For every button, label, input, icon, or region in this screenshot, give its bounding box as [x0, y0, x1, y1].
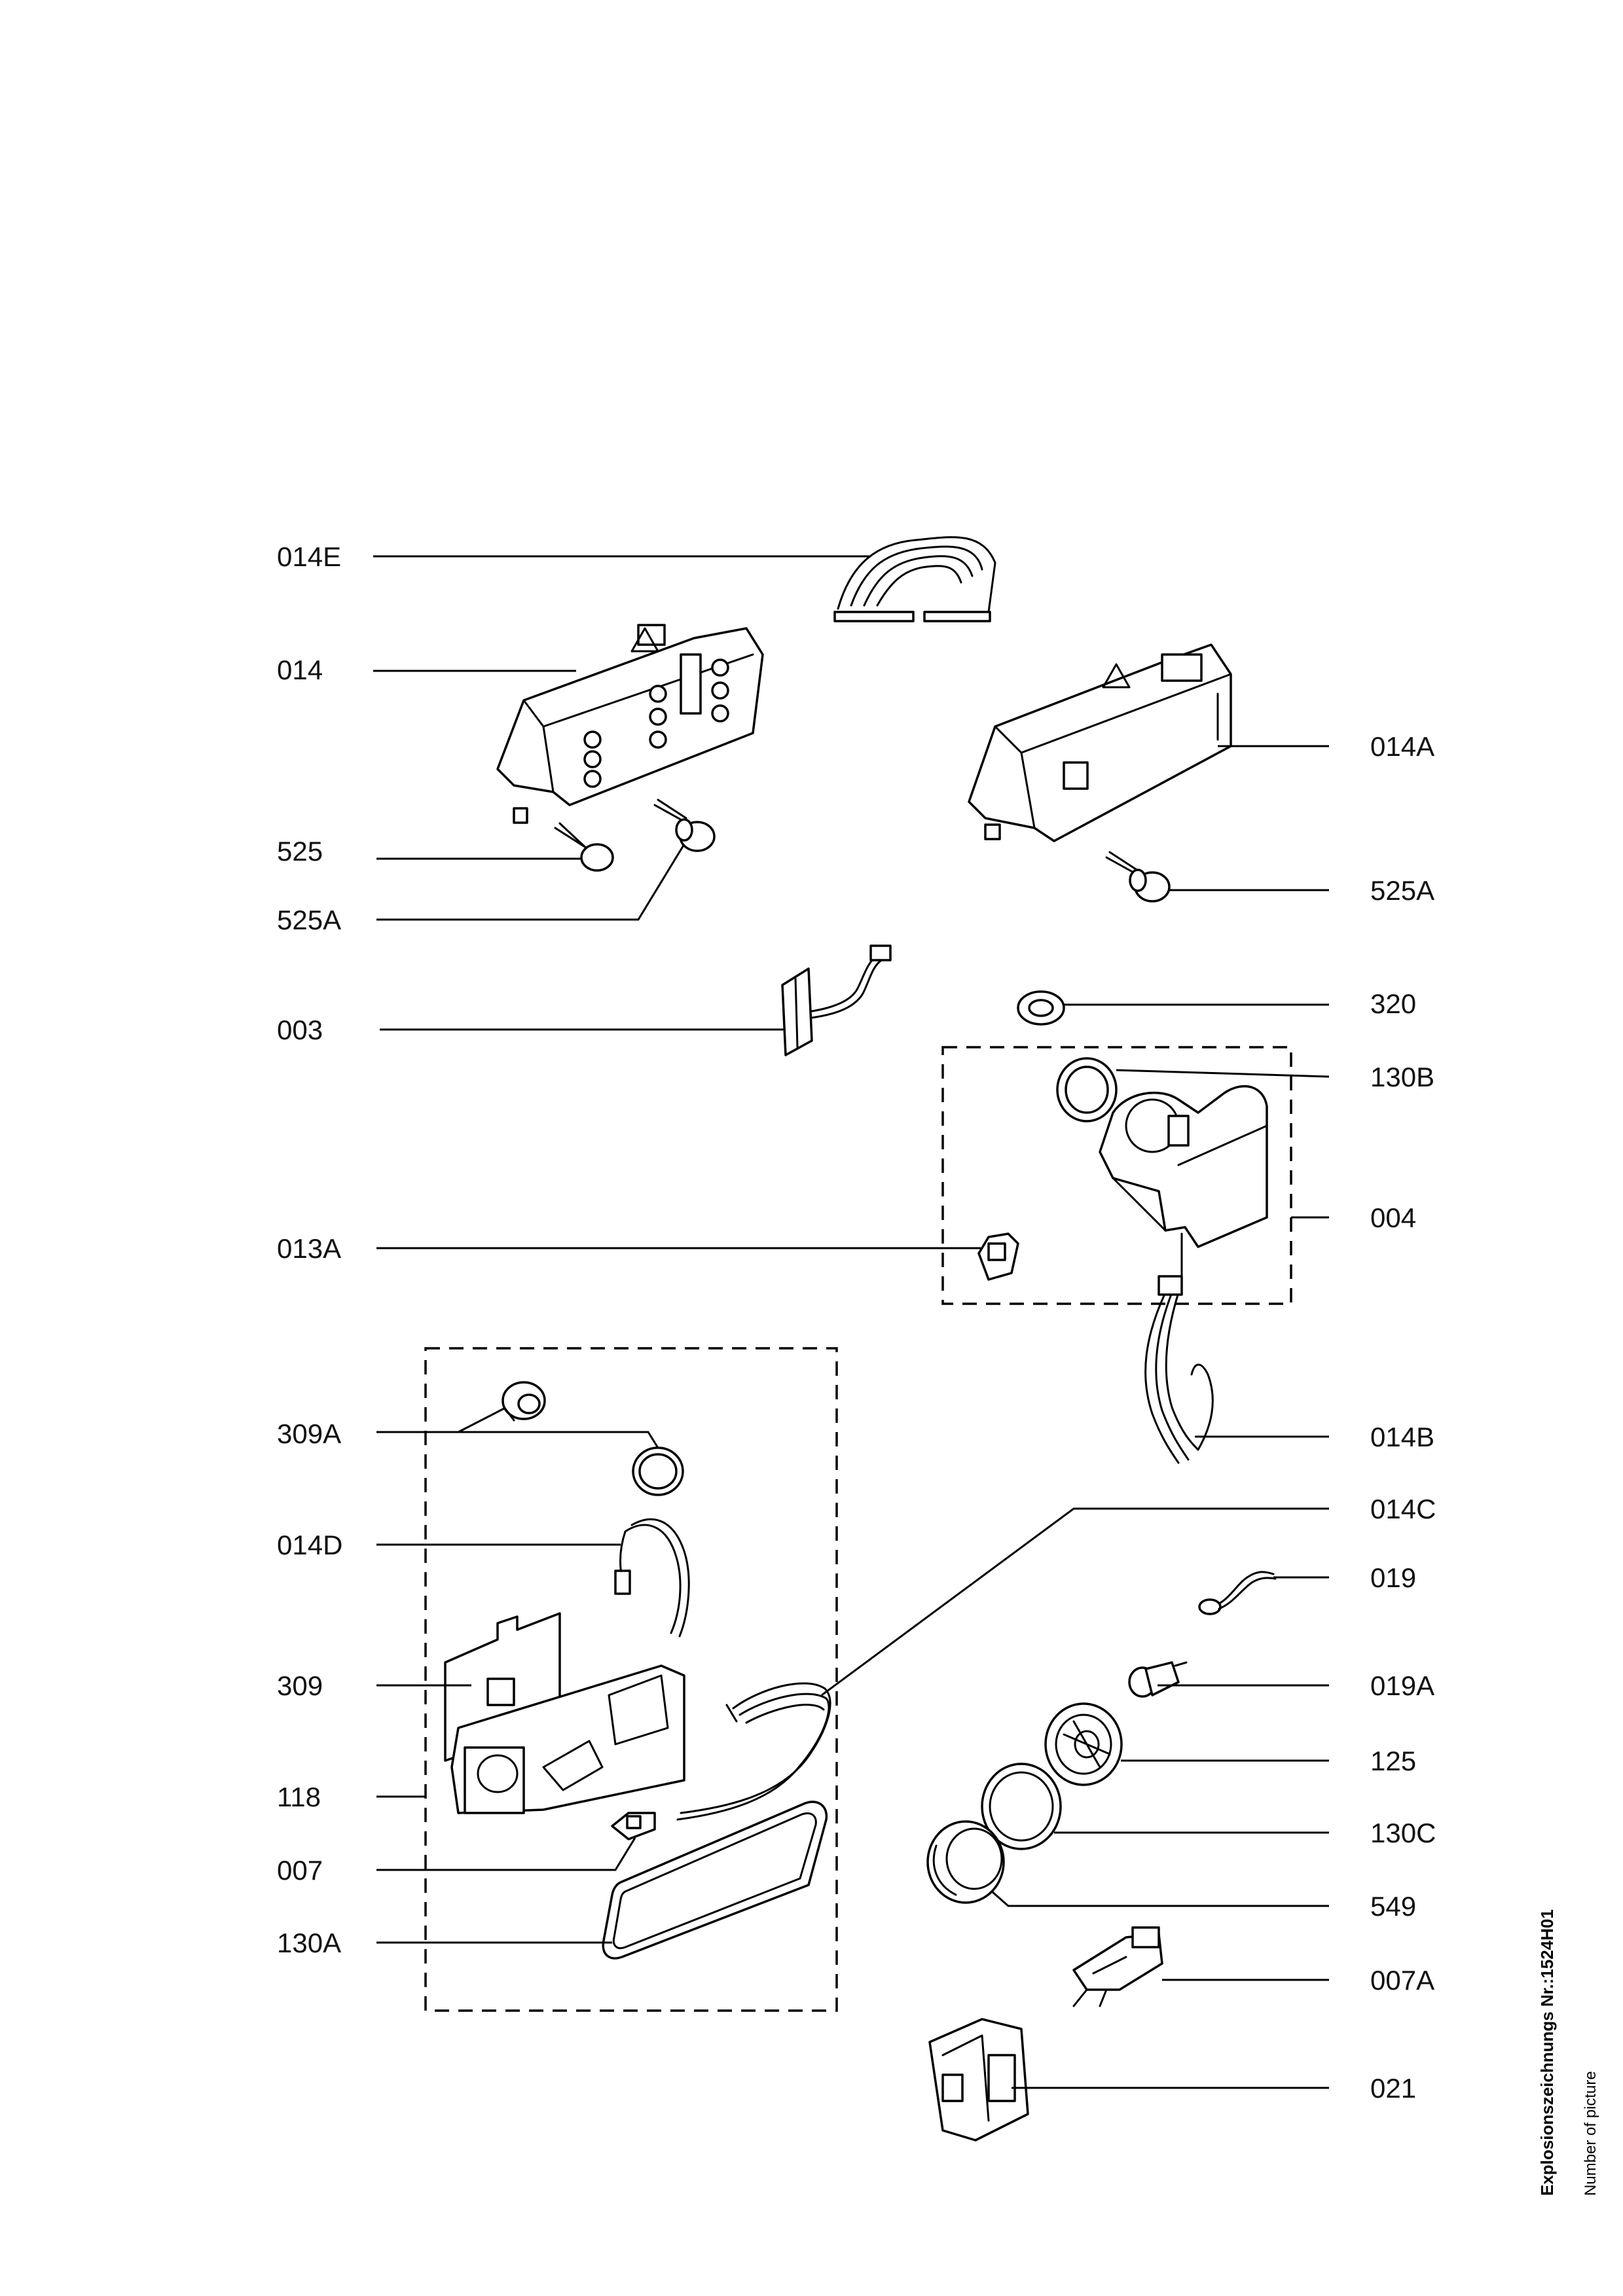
label-309: 309 [277, 1670, 323, 1701]
label-007A: 007A [1370, 1965, 1434, 1996]
lamp-housing-125 [1044, 1702, 1123, 1786]
label-525A-right: 525A [1370, 875, 1434, 906]
part-labels: 014E 014 014A 525 525A 525A 003 320 130B… [277, 541, 1436, 2104]
knob-525A-right [1105, 851, 1171, 903]
drawing-number-title: Explosionszeichnungs Nr.:1524H01 [1537, 1909, 1557, 2196]
side-note-sub: Number of picture [1582, 2071, 1599, 2196]
label-013A: 013A [277, 1233, 341, 1264]
wire-harness-014C [676, 1682, 831, 1821]
label-014C: 014C [1370, 1494, 1436, 1524]
label-014A: 014A [1370, 731, 1434, 762]
label-019A: 019A [1370, 1670, 1434, 1701]
lens-cover-549 [926, 1820, 1005, 1904]
clip-309A [501, 1381, 546, 1422]
label-004: 004 [1370, 1202, 1416, 1233]
gasket-130C [981, 1763, 1062, 1850]
label-525A-left: 525A [277, 905, 341, 935]
switch-003 [781, 944, 892, 1056]
group-box-004 [941, 1046, 1292, 1305]
label-130C: 130C [1370, 1818, 1436, 1848]
switch-007 [611, 1812, 656, 1840]
module-014 [496, 624, 764, 824]
label-125: 125 [1370, 1746, 1416, 1776]
label-007: 007 [277, 1855, 323, 1886]
label-021: 021 [1370, 2073, 1416, 2104]
gasket-130A [602, 1801, 828, 1960]
group-box-118 [424, 1347, 838, 2012]
label-014B: 014B [1370, 1422, 1434, 1452]
disc-320 [1017, 990, 1065, 1026]
side-note: Explosionszeichnungs Nr.:1524H01 [1537, 1909, 1557, 2196]
label-019: 019 [1370, 1562, 1416, 1593]
wire-harness-014E [833, 536, 996, 622]
label-118: 118 [277, 1782, 321, 1812]
module-014A [968, 643, 1232, 842]
knob-525 [554, 822, 614, 872]
drawing-number-subtitle: Number of picture [1582, 2071, 1599, 2196]
label-003: 003 [277, 1014, 323, 1045]
transformer-021 [928, 2018, 1029, 2142]
label-014E: 014E [277, 541, 341, 572]
label-525: 525 [277, 836, 323, 867]
label-130A: 130A [277, 1928, 341, 1958]
gasket-130B [1056, 1057, 1118, 1122]
ring-309A-seal [632, 1446, 684, 1496]
label-549: 549 [1370, 1891, 1416, 1922]
label-014D: 014D [277, 1530, 342, 1560]
wire-harness-014D [614, 1518, 690, 1638]
lamp-holder-019A [1128, 1661, 1188, 1698]
label-309A: 309A [277, 1418, 341, 1449]
microswitch-007A [1072, 1926, 1163, 2007]
leader-lines [373, 555, 1330, 2089]
label-130B: 130B [1370, 1062, 1434, 1092]
label-014: 014 [277, 655, 323, 685]
wire-harness-014B [1144, 1275, 1214, 1464]
door-lock-assembly-309 [444, 1612, 685, 1814]
dispenser-assembly-004 [1099, 1085, 1268, 1284]
knob-525A-left [653, 798, 716, 852]
label-320: 320 [1370, 988, 1416, 1019]
relay-013A [977, 1232, 1019, 1281]
lamp-wire-019 [1198, 1571, 1277, 1615]
